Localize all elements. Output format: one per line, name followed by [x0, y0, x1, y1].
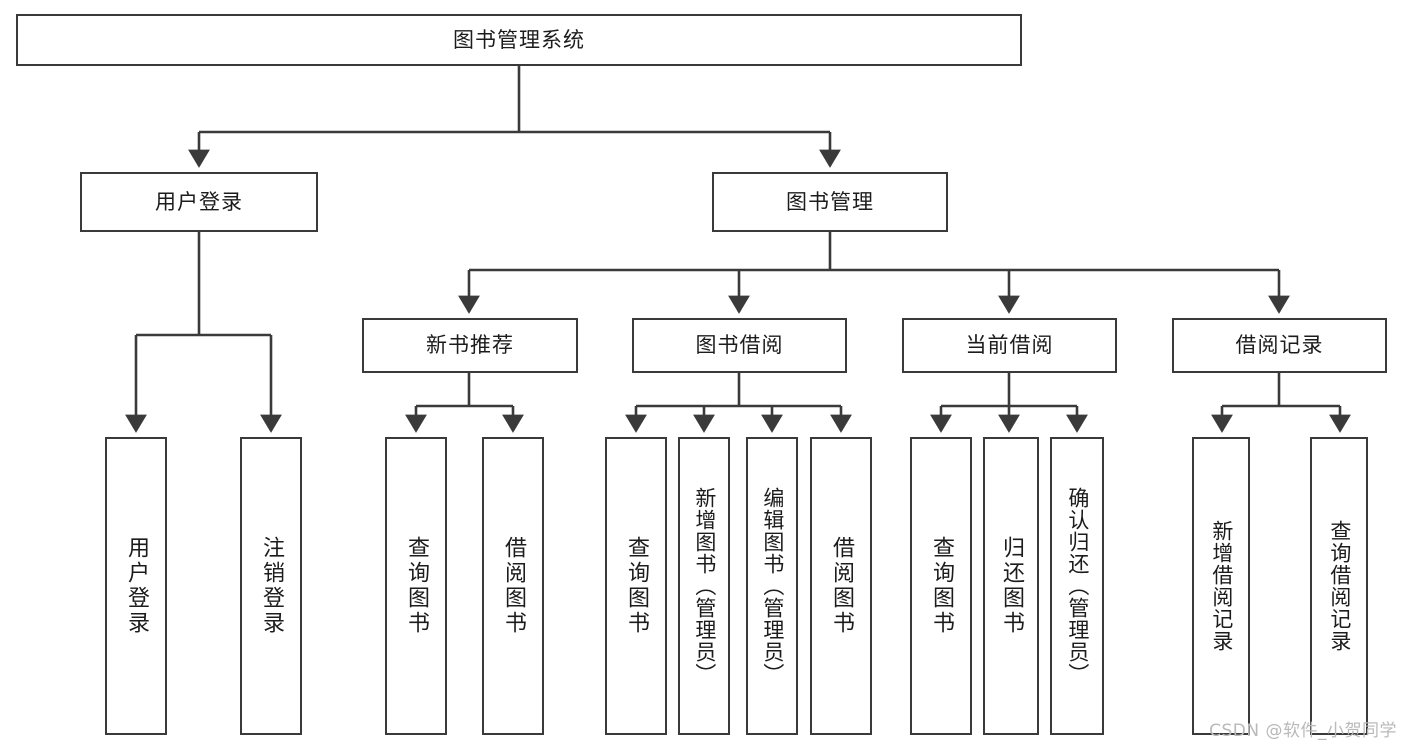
leaf-add-record[interactable]: 新增借阅记录: [1192, 437, 1250, 735]
leaf-add-record-label: 新增借阅记录: [1209, 520, 1234, 652]
leaf-confirm-return[interactable]: 确认归还（管理员）: [1050, 437, 1104, 735]
leaf-borrow-book-2-label: 借阅图书: [828, 536, 854, 636]
node-root-label: 图书管理系统: [453, 27, 585, 52]
node-book-borrow[interactable]: 图书借阅: [632, 318, 847, 373]
leaf-query-book-2[interactable]: 查询图书: [605, 437, 667, 735]
leaf-add-book[interactable]: 新增图书（管理员）: [678, 437, 730, 735]
node-book-manage-label: 图书管理: [786, 189, 874, 214]
leaf-user-login[interactable]: 用户登录: [105, 437, 167, 735]
node-user-login[interactable]: 用户登录: [80, 172, 318, 232]
leaf-edit-book-label: 编辑图书（管理员）: [760, 487, 785, 685]
node-root[interactable]: 图书管理系统: [16, 14, 1022, 66]
leaf-add-book-label: 新增图书（管理员）: [692, 487, 717, 685]
leaf-logout-login-label: 注销登录: [258, 536, 284, 636]
leaf-return-book[interactable]: 归还图书: [983, 437, 1039, 735]
leaf-query-record[interactable]: 查询借阅记录: [1310, 437, 1368, 735]
leaf-query-book-1-label: 查询图书: [403, 536, 429, 636]
leaf-borrow-book-1[interactable]: 借阅图书: [482, 437, 544, 735]
leaf-user-login-label: 用户登录: [123, 536, 149, 636]
leaf-confirm-return-label: 确认归还（管理员）: [1065, 487, 1090, 685]
leaf-logout-login[interactable]: 注销登录: [240, 437, 302, 735]
leaf-borrow-book-1-label: 借阅图书: [500, 536, 526, 636]
leaf-borrow-book-2[interactable]: 借阅图书: [810, 437, 872, 735]
leaf-return-book-label: 归还图书: [998, 536, 1024, 636]
leaf-query-record-label: 查询借阅记录: [1327, 520, 1352, 652]
node-current-borrow-label: 当前借阅: [965, 333, 1054, 358]
watermark-text: CSDN @软件_小贺同学: [1209, 721, 1397, 741]
leaf-query-book-3-label: 查询图书: [928, 536, 954, 636]
leaf-edit-book[interactable]: 编辑图书（管理员）: [746, 437, 798, 735]
node-user-login-label: 用户登录: [155, 189, 243, 214]
node-new-book-recommend-label: 新书推荐: [426, 333, 514, 358]
leaf-query-book-3[interactable]: 查询图书: [910, 437, 972, 735]
node-borrow-record-label: 借阅记录: [1235, 333, 1324, 358]
node-book-manage[interactable]: 图书管理: [712, 172, 948, 232]
leaf-query-book-2-label: 查询图书: [623, 536, 649, 636]
node-new-book-recommend[interactable]: 新书推荐: [362, 318, 578, 373]
node-borrow-record[interactable]: 借阅记录: [1172, 318, 1387, 373]
node-book-borrow-label: 图书借阅: [695, 333, 784, 358]
node-current-borrow[interactable]: 当前借阅: [902, 318, 1117, 373]
leaf-query-book-1[interactable]: 查询图书: [385, 437, 447, 735]
